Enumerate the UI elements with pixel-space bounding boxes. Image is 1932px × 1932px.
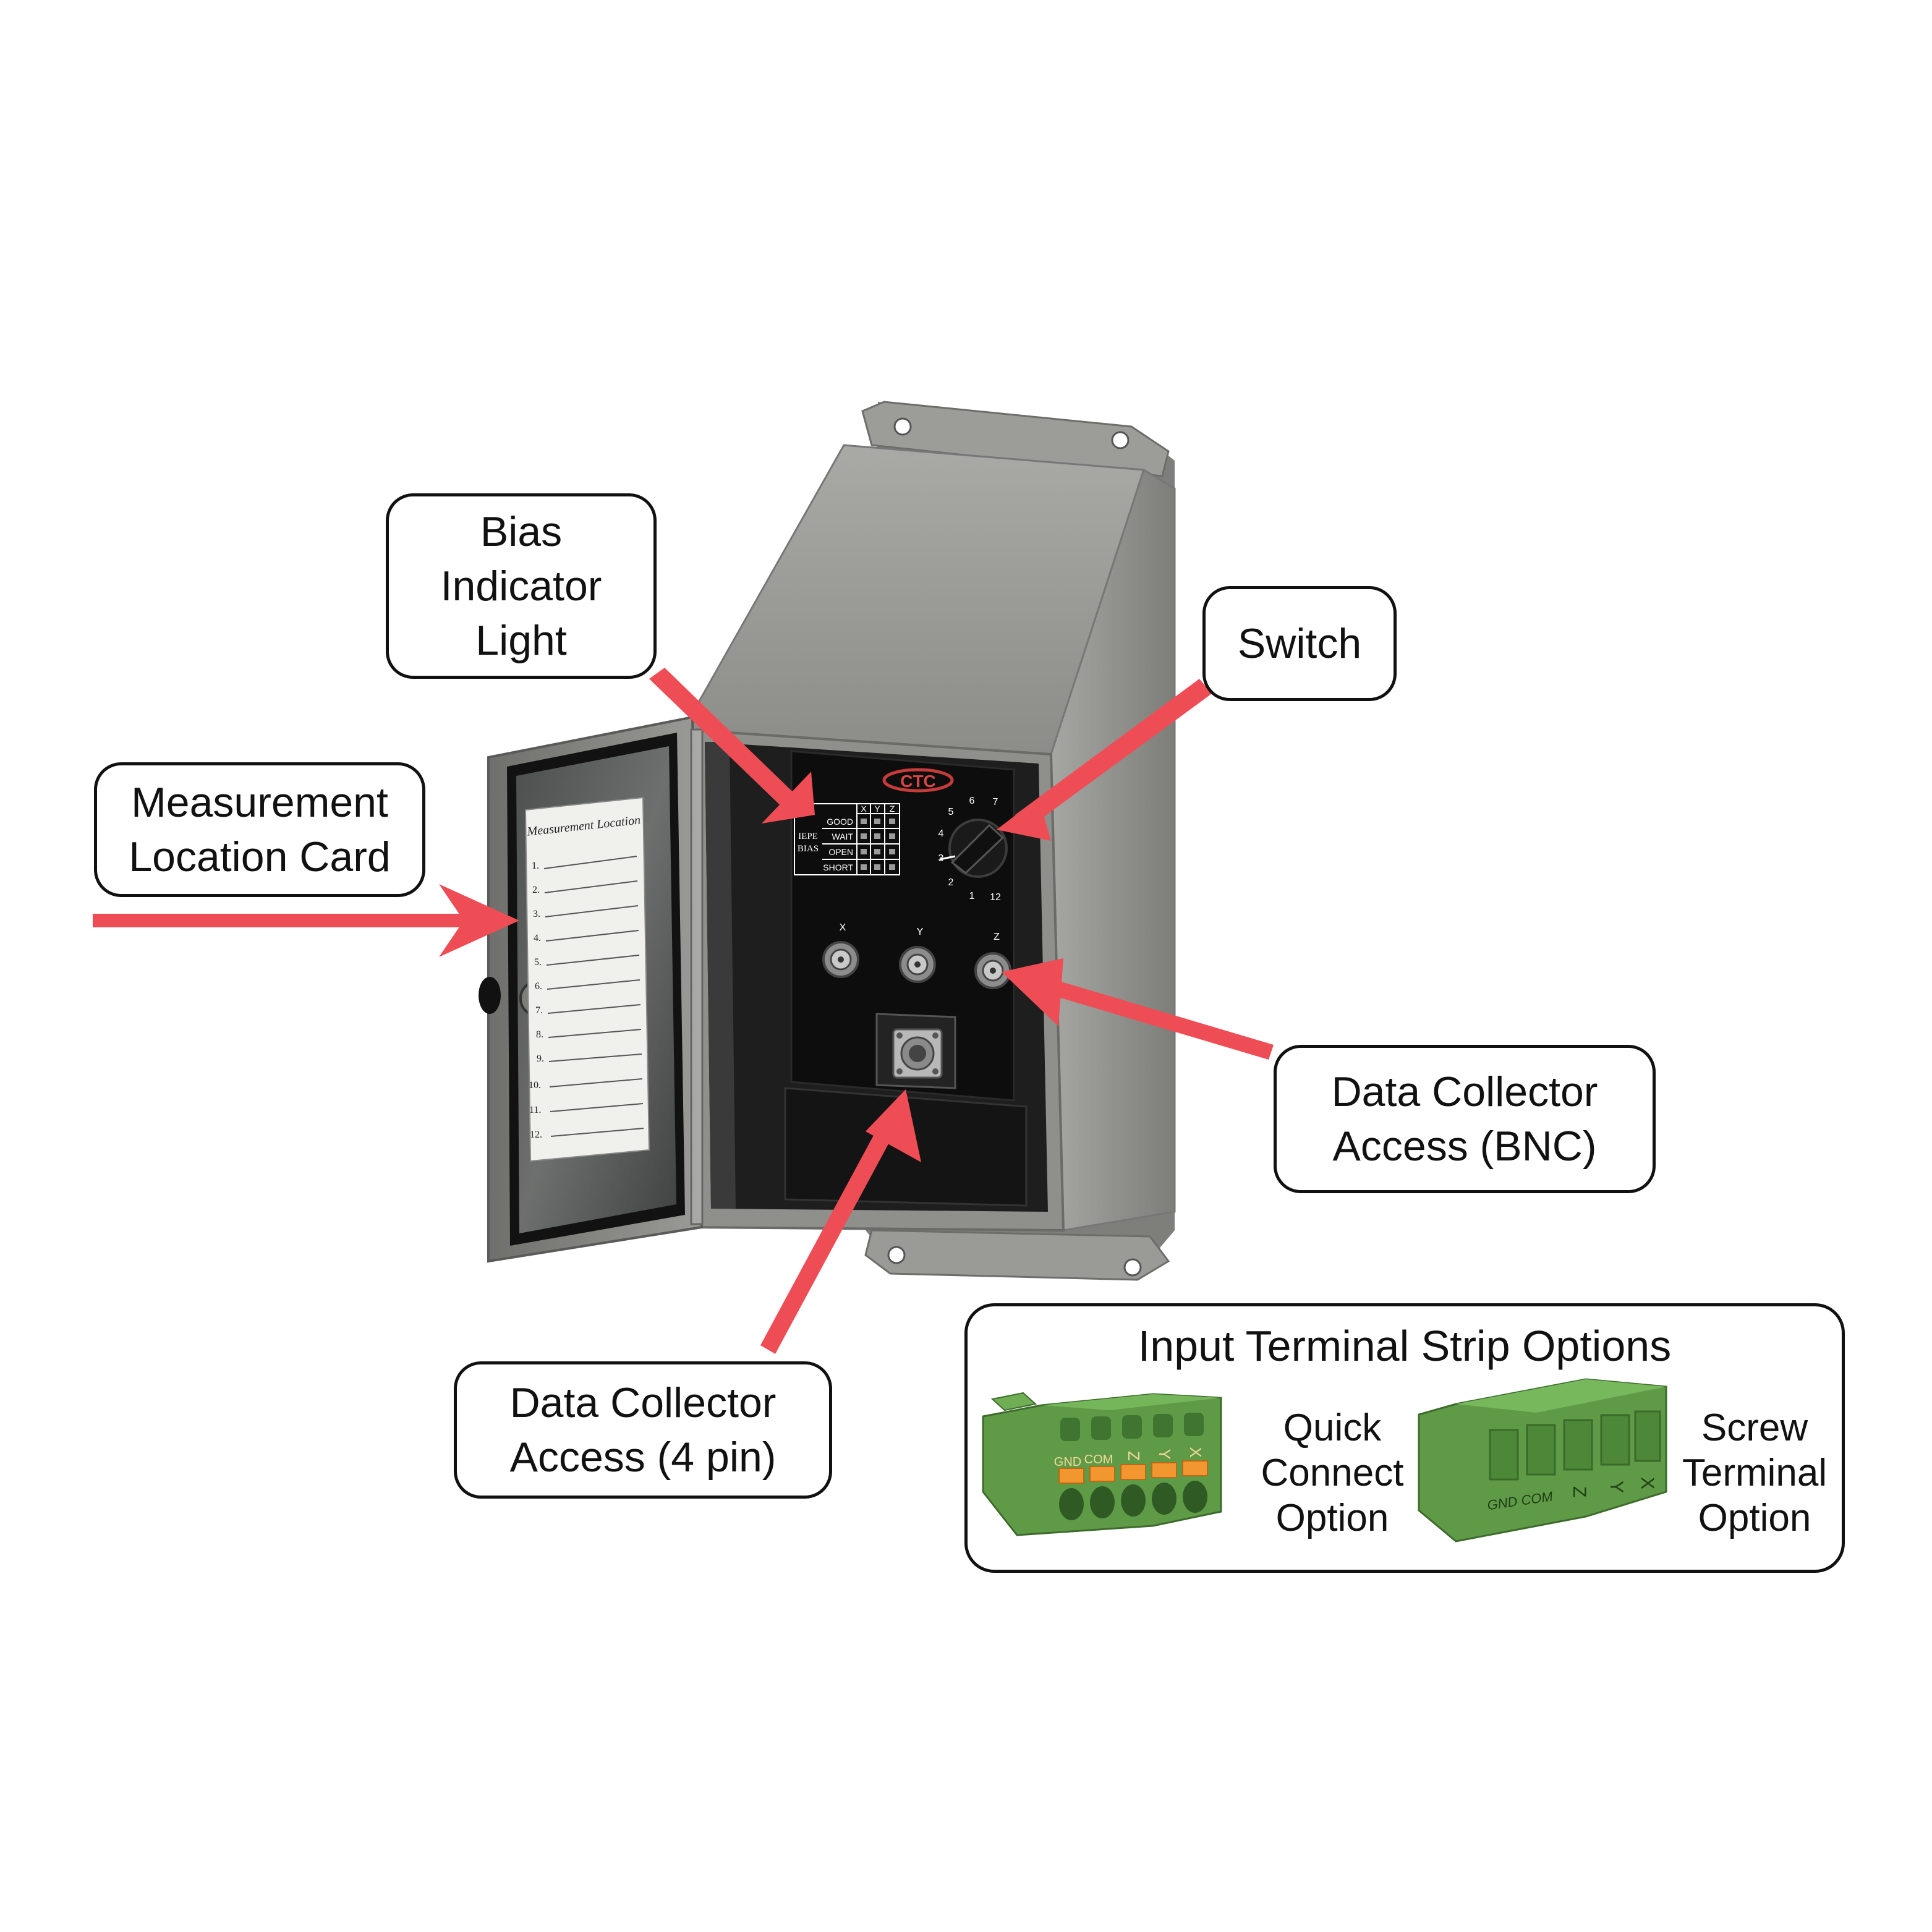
enclosure-door: Measurement Location 1. 2. 3. 4. 5. 6. 7… bbox=[479, 715, 704, 1263]
card-line-4: 4. bbox=[534, 930, 639, 943]
bnc-label-y: Y bbox=[917, 927, 924, 937]
bnc-connector-x bbox=[822, 941, 859, 978]
svg-text:12.: 12. bbox=[530, 1130, 542, 1140]
card-line-7: 7. bbox=[535, 1004, 641, 1016]
bias-indicator-grid: X Y Z GOOD WAIT OPEN SHORT IEPE BIAS bbox=[794, 803, 900, 875]
bnc-label-z: Z bbox=[994, 932, 1000, 942]
switch-pos-6: 6 bbox=[969, 796, 975, 806]
card-line-3: 3. bbox=[533, 905, 639, 919]
switch-pos-7: 7 bbox=[993, 797, 998, 807]
st-label-y: Y bbox=[1606, 1481, 1627, 1493]
switch-pos-2: 2 bbox=[948, 877, 954, 888]
card-line-10: 10. bbox=[529, 1078, 643, 1091]
callout-data-collector-4pin: Data Collector Access (4 pin) bbox=[454, 1361, 832, 1499]
callout-measurement-location-card: Measurement Location Card bbox=[94, 762, 425, 897]
component-panel: CTC X Y Z GOOD WAIT OPEN SHORT IEPE BIAS bbox=[784, 750, 1028, 1207]
qc-label-z: Z bbox=[1125, 1451, 1143, 1461]
bias-row-short: SHORT bbox=[823, 862, 853, 872]
card-line-1: 1. bbox=[532, 856, 637, 871]
screw-terminal-label: Screw Terminal Option bbox=[1682, 1406, 1828, 1539]
card-line-2: 2. bbox=[532, 880, 638, 895]
terminal-blocks: GND COM Z Y X GND COM Z Y X bbox=[982, 1378, 1667, 1543]
arrow-switch bbox=[997, 679, 1212, 841]
st-label-x: X bbox=[1637, 1477, 1658, 1489]
bnc-label-x: X bbox=[840, 922, 846, 933]
bnc-connectors: X Y Z bbox=[822, 922, 1011, 989]
iepe-label: IEPE bbox=[798, 832, 818, 841]
svg-text:10.: 10. bbox=[529, 1080, 541, 1091]
svg-text:5.: 5. bbox=[534, 957, 542, 968]
arrow-bias-indicator bbox=[649, 668, 815, 823]
terminal-options-title: Input Terminal Strip Options bbox=[1138, 1322, 1672, 1370]
switch-pos-3: 3 bbox=[938, 853, 944, 864]
qc-label-x: X bbox=[1186, 1447, 1205, 1457]
four-pin-connector bbox=[875, 1013, 956, 1089]
svg-text:4.: 4. bbox=[534, 933, 541, 943]
callout-bias-indicator-light: Bias Indicator Light bbox=[386, 493, 657, 679]
qc-label-com: COM bbox=[1084, 1453, 1113, 1466]
switch-pos-5: 5 bbox=[948, 807, 954, 817]
bias-header-y: Y bbox=[874, 804, 880, 814]
svg-text:9.: 9. bbox=[537, 1053, 544, 1064]
card-line-8: 8. bbox=[536, 1029, 642, 1040]
card-line-12: 12. bbox=[530, 1128, 644, 1140]
switch-pos-1: 1 bbox=[969, 891, 975, 901]
switch-pos-12: 12 bbox=[990, 892, 1001, 903]
arrow-4pin bbox=[760, 1089, 921, 1354]
card-lines: 1. 2. 3. 4. 5. 6. 7. 8. 9. 10. 11. 12. bbox=[529, 856, 644, 1140]
bnc-connector-z bbox=[974, 952, 1011, 989]
card-line-9: 9. bbox=[537, 1053, 642, 1064]
arrow-bnc bbox=[1002, 958, 1274, 1060]
rotary-switch: 1 2 3 4 5 6 7 12 bbox=[938, 796, 1008, 903]
card-line-6: 6. bbox=[535, 979, 640, 992]
svg-text:1.: 1. bbox=[532, 861, 539, 871]
qc-label-gnd: GND bbox=[1054, 1455, 1081, 1469]
st-label-z: Z bbox=[1569, 1486, 1589, 1497]
logo-text: CTC bbox=[900, 772, 936, 791]
svg-text:8.: 8. bbox=[536, 1029, 543, 1040]
bias-header-z: Z bbox=[890, 804, 895, 814]
arrow-measurement-card bbox=[93, 884, 519, 957]
measurement-location-card: Measurement Location 1. 2. 3. 4. 5. 6. 7… bbox=[524, 796, 650, 1162]
card-line-11: 11. bbox=[529, 1103, 644, 1115]
qc-label-y: Y bbox=[1155, 1449, 1174, 1459]
bias-row-wait: WAIT bbox=[832, 832, 854, 841]
quick-connect-label: Quick Connect Option bbox=[1261, 1406, 1404, 1539]
bias-row-good: GOOD bbox=[827, 817, 853, 827]
card-line-5: 5. bbox=[534, 955, 640, 968]
screw-terminal: GND COM Z Y X bbox=[1418, 1378, 1667, 1543]
callout-switch: Switch bbox=[1202, 586, 1397, 701]
svg-text:7.: 7. bbox=[535, 1005, 543, 1016]
svg-text:6.: 6. bbox=[535, 981, 542, 992]
bias-header-x: X bbox=[861, 804, 867, 814]
terminal-options-panel: Input Terminal Strip Options bbox=[964, 1303, 1845, 1573]
bnc-connector-y bbox=[899, 946, 936, 983]
svg-text:2.: 2. bbox=[532, 885, 540, 895]
callout-data-collector-bnc: Data Collector Access (BNC) bbox=[1274, 1045, 1656, 1193]
svg-text:11.: 11. bbox=[529, 1105, 541, 1115]
bias-row-open: OPEN bbox=[828, 847, 853, 857]
svg-text:3.: 3. bbox=[533, 909, 540, 919]
quick-connect-terminal: GND COM Z Y X bbox=[982, 1392, 1222, 1536]
switch-pos-4: 4 bbox=[938, 828, 944, 839]
bias-label: BIAS bbox=[798, 844, 819, 854]
ctc-logo bbox=[882, 768, 954, 793]
